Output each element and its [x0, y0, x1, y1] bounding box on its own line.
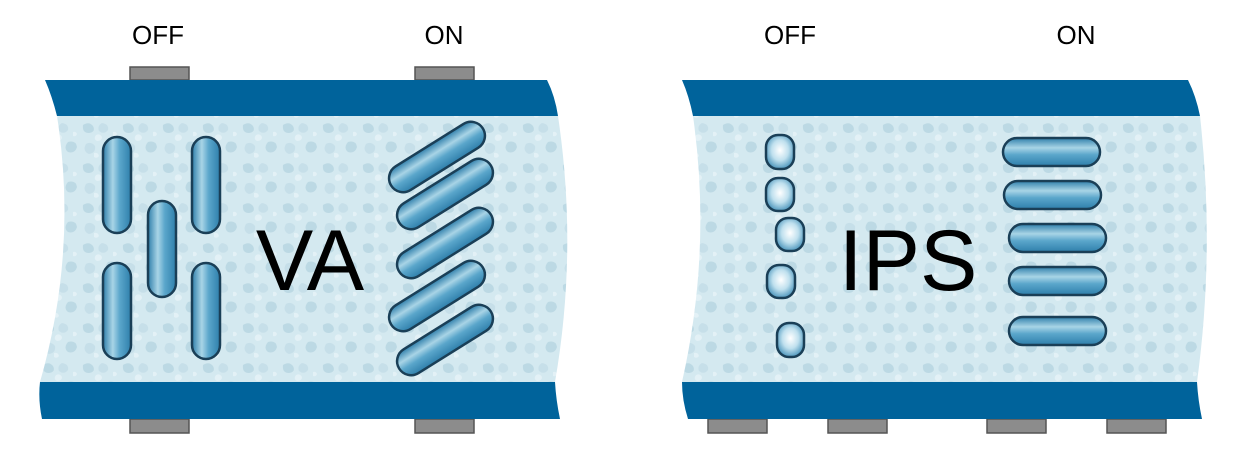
ips-molecule	[774, 216, 806, 253]
va-off-molecules	[101, 135, 222, 361]
va-molecule	[101, 261, 133, 361]
va-top-electrode-off	[129, 66, 190, 81]
va-top-electrode-on	[414, 66, 475, 81]
va-title: VA	[256, 213, 365, 309]
va-molecule	[190, 135, 222, 235]
ips-bottom-electrode	[827, 418, 888, 434]
ips-off-label: OFF	[764, 20, 816, 50]
va-bottom-electrode-off	[129, 418, 190, 434]
va-molecule	[190, 261, 222, 361]
ips-bottom-electrode	[1106, 418, 1167, 434]
ips-molecule	[764, 133, 796, 171]
ips-top-substrate	[682, 80, 1200, 116]
ips-on-label: ON	[1057, 20, 1096, 50]
ips-molecule	[775, 321, 806, 359]
ips-bottom-substrate	[682, 382, 1202, 419]
ips-molecule	[1001, 136, 1102, 168]
ips-off-molecules	[764, 133, 806, 359]
va-bottom-substrate	[39, 382, 561, 419]
ips-bottom-electrode	[986, 418, 1047, 434]
ips-molecule	[1007, 222, 1108, 254]
va-off-label: OFF	[132, 20, 184, 50]
va-on-molecules	[387, 120, 495, 377]
va-molecule	[387, 259, 487, 333]
ips-bottom-electrode	[707, 418, 768, 434]
ips-molecule	[764, 176, 796, 213]
va-molecule	[387, 120, 487, 194]
va-molecule	[146, 199, 178, 299]
ips-molecule	[765, 263, 797, 300]
ips-molecule	[1007, 265, 1108, 297]
va-molecule	[395, 206, 495, 280]
va-molecule	[101, 135, 133, 235]
va-panel: OFF ON VA	[39, 20, 568, 434]
ips-title: IPS	[839, 213, 978, 309]
va-molecule	[395, 303, 495, 377]
va-bottom-electrode-on	[414, 418, 475, 434]
va-on-label: ON	[425, 20, 464, 50]
ips-molecule	[1002, 179, 1103, 211]
ips-on-molecules	[1001, 136, 1108, 347]
va-molecule	[395, 157, 495, 231]
va-top-substrate	[45, 80, 558, 116]
ips-panel: OFF ON IPS	[682, 20, 1207, 434]
ips-molecule	[1007, 315, 1108, 347]
